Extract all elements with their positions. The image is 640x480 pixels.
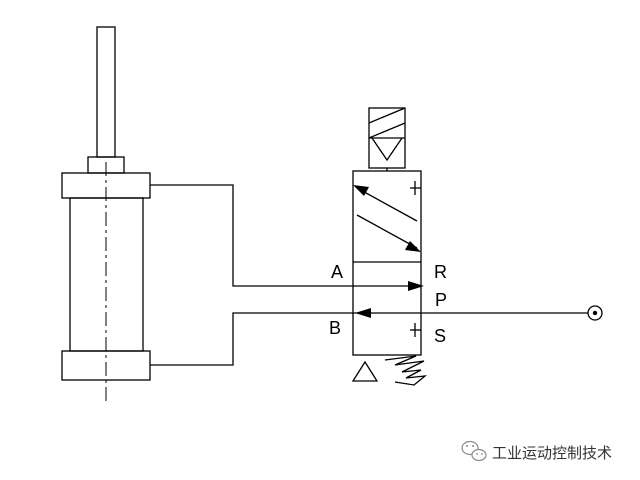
flow-path-diagonal — [356, 214, 418, 249]
pilot-triangle-icon — [351, 360, 379, 382]
arrowhead-icon — [353, 185, 369, 196]
blocked-port-icon — [410, 323, 421, 337]
flow-arrow-a — [408, 281, 424, 291]
port-label-b: B — [329, 318, 341, 338]
line-cylinder-to-port-a — [150, 184, 420, 287]
return-spring-icon — [384, 355, 428, 386]
port-label-p: P — [435, 290, 447, 310]
piston-rod — [96, 26, 116, 158]
pneumatic-cylinder — [61, 26, 151, 402]
blocked-port-icon — [410, 181, 421, 195]
solenoid-coil-icon — [368, 107, 406, 169]
pressure-source-icon — [587, 305, 603, 321]
port-label-s: S — [434, 326, 446, 346]
solenoid-valve — [351, 107, 428, 386]
flow-path-diagonal — [356, 187, 418, 222]
wechat-icon — [461, 440, 487, 462]
port-label-a: A — [331, 262, 343, 282]
line-cylinder-to-port-b — [150, 312, 362, 366]
valve-body — [352, 170, 422, 356]
arrowhead-icon — [405, 241, 421, 252]
watermark: 工业运动控制技术 — [461, 440, 612, 462]
port-label-r: R — [434, 262, 447, 282]
watermark-text: 工业运动控制技术 — [492, 444, 612, 462]
